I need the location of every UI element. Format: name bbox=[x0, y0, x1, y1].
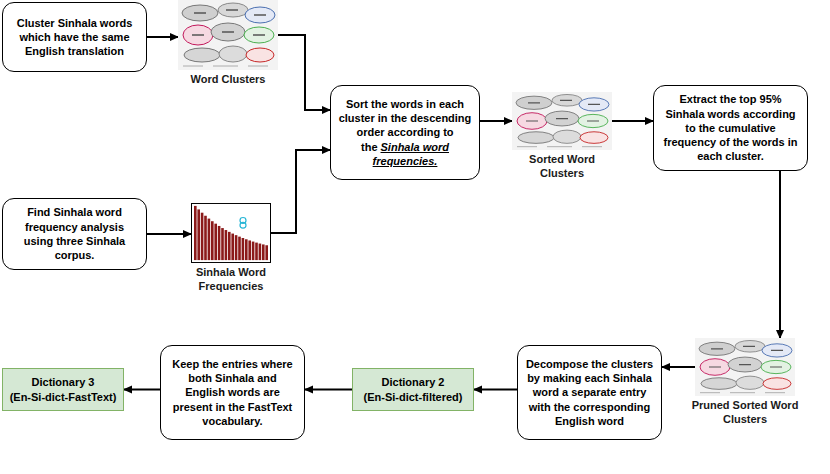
flow-arrow bbox=[271, 150, 330, 233]
dictionary-box: Dictionary 3(En-Si-dict-FastText) bbox=[2, 368, 124, 411]
flow-arrow bbox=[474, 389, 517, 391]
step-text: Cluster Sinhala words which have the sam… bbox=[17, 17, 133, 58]
step-text: Dictionary 2 bbox=[364, 375, 463, 389]
process-box: Sort the words in each cluster in the de… bbox=[330, 85, 480, 180]
bar-chart-image bbox=[191, 203, 271, 263]
word-cloud-image bbox=[512, 92, 612, 150]
text-wrap: Decompose the clusters by making each Si… bbox=[525, 357, 654, 428]
flow-arrow bbox=[662, 366, 695, 368]
step-emphasis: (En-Si-dict-FastText) bbox=[10, 390, 117, 404]
step-emphasis: (En-Si-dict-filtered) bbox=[364, 390, 463, 404]
flow-arrow bbox=[612, 120, 653, 122]
text-wrap: Extract the top 95% Sinhala words accord… bbox=[661, 92, 800, 163]
step-text: Find Sinhala word frequency analysis usi… bbox=[24, 206, 125, 261]
text-wrap: Cluster Sinhala words which have the sam… bbox=[10, 16, 139, 59]
flow-arrow bbox=[124, 389, 160, 391]
dictionary-box: Dictionary 2(En-Si-dict-filtered) bbox=[352, 368, 474, 411]
flow-arrow bbox=[147, 36, 178, 38]
flow-arrow bbox=[147, 233, 191, 235]
flow-arrow bbox=[305, 389, 352, 391]
flow-arrow bbox=[480, 120, 512, 122]
text-wrap: Sort the words in each cluster in the de… bbox=[338, 97, 472, 168]
image-caption: Sorted Word Clusters bbox=[512, 153, 612, 181]
process-box: Cluster Sinhala words which have the sam… bbox=[2, 2, 147, 72]
word-cloud: Word Clusters bbox=[178, 0, 278, 87]
step-text: Decompose the clusters by making each Si… bbox=[526, 358, 653, 427]
word-cloud: Pruned Sorted Word Clusters bbox=[690, 338, 800, 427]
text-wrap: Dictionary 2(En-Si-dict-filtered) bbox=[364, 375, 463, 404]
image-caption: Pruned Sorted Word Clusters bbox=[690, 399, 800, 427]
process-box: Keep the entries where both Sinhala and … bbox=[160, 345, 305, 440]
text-wrap: Dictionary 3(En-Si-dict-FastText) bbox=[10, 375, 117, 404]
frequency-chart: Sinhala Word Frequencies bbox=[190, 203, 272, 294]
flow-arrow bbox=[779, 171, 781, 338]
step-text: Keep the entries where both Sinhala and … bbox=[172, 358, 292, 427]
process-box: Find Sinhala word frequency analysis usi… bbox=[2, 198, 147, 270]
word-cloud: Sorted Word Clusters bbox=[512, 92, 612, 181]
flow-arrow bbox=[278, 35, 330, 110]
step-text: Extract the top 95% Sinhala words accord… bbox=[664, 93, 798, 162]
word-cloud-image bbox=[695, 338, 795, 396]
process-box: Decompose the clusters by making each Si… bbox=[517, 345, 662, 440]
process-box: Extract the top 95% Sinhala words accord… bbox=[653, 85, 808, 171]
step-emphasis: Sinhala word frequencies. bbox=[373, 141, 449, 167]
text-wrap: Find Sinhala word frequency analysis usi… bbox=[10, 205, 139, 262]
image-caption: Sinhala Word Frequencies bbox=[190, 266, 272, 294]
text-wrap: Keep the entries where both Sinhala and … bbox=[168, 357, 297, 428]
image-caption: Word Clusters bbox=[178, 73, 278, 87]
word-cloud-image bbox=[178, 0, 278, 70]
step-text: Dictionary 3 bbox=[10, 375, 117, 389]
